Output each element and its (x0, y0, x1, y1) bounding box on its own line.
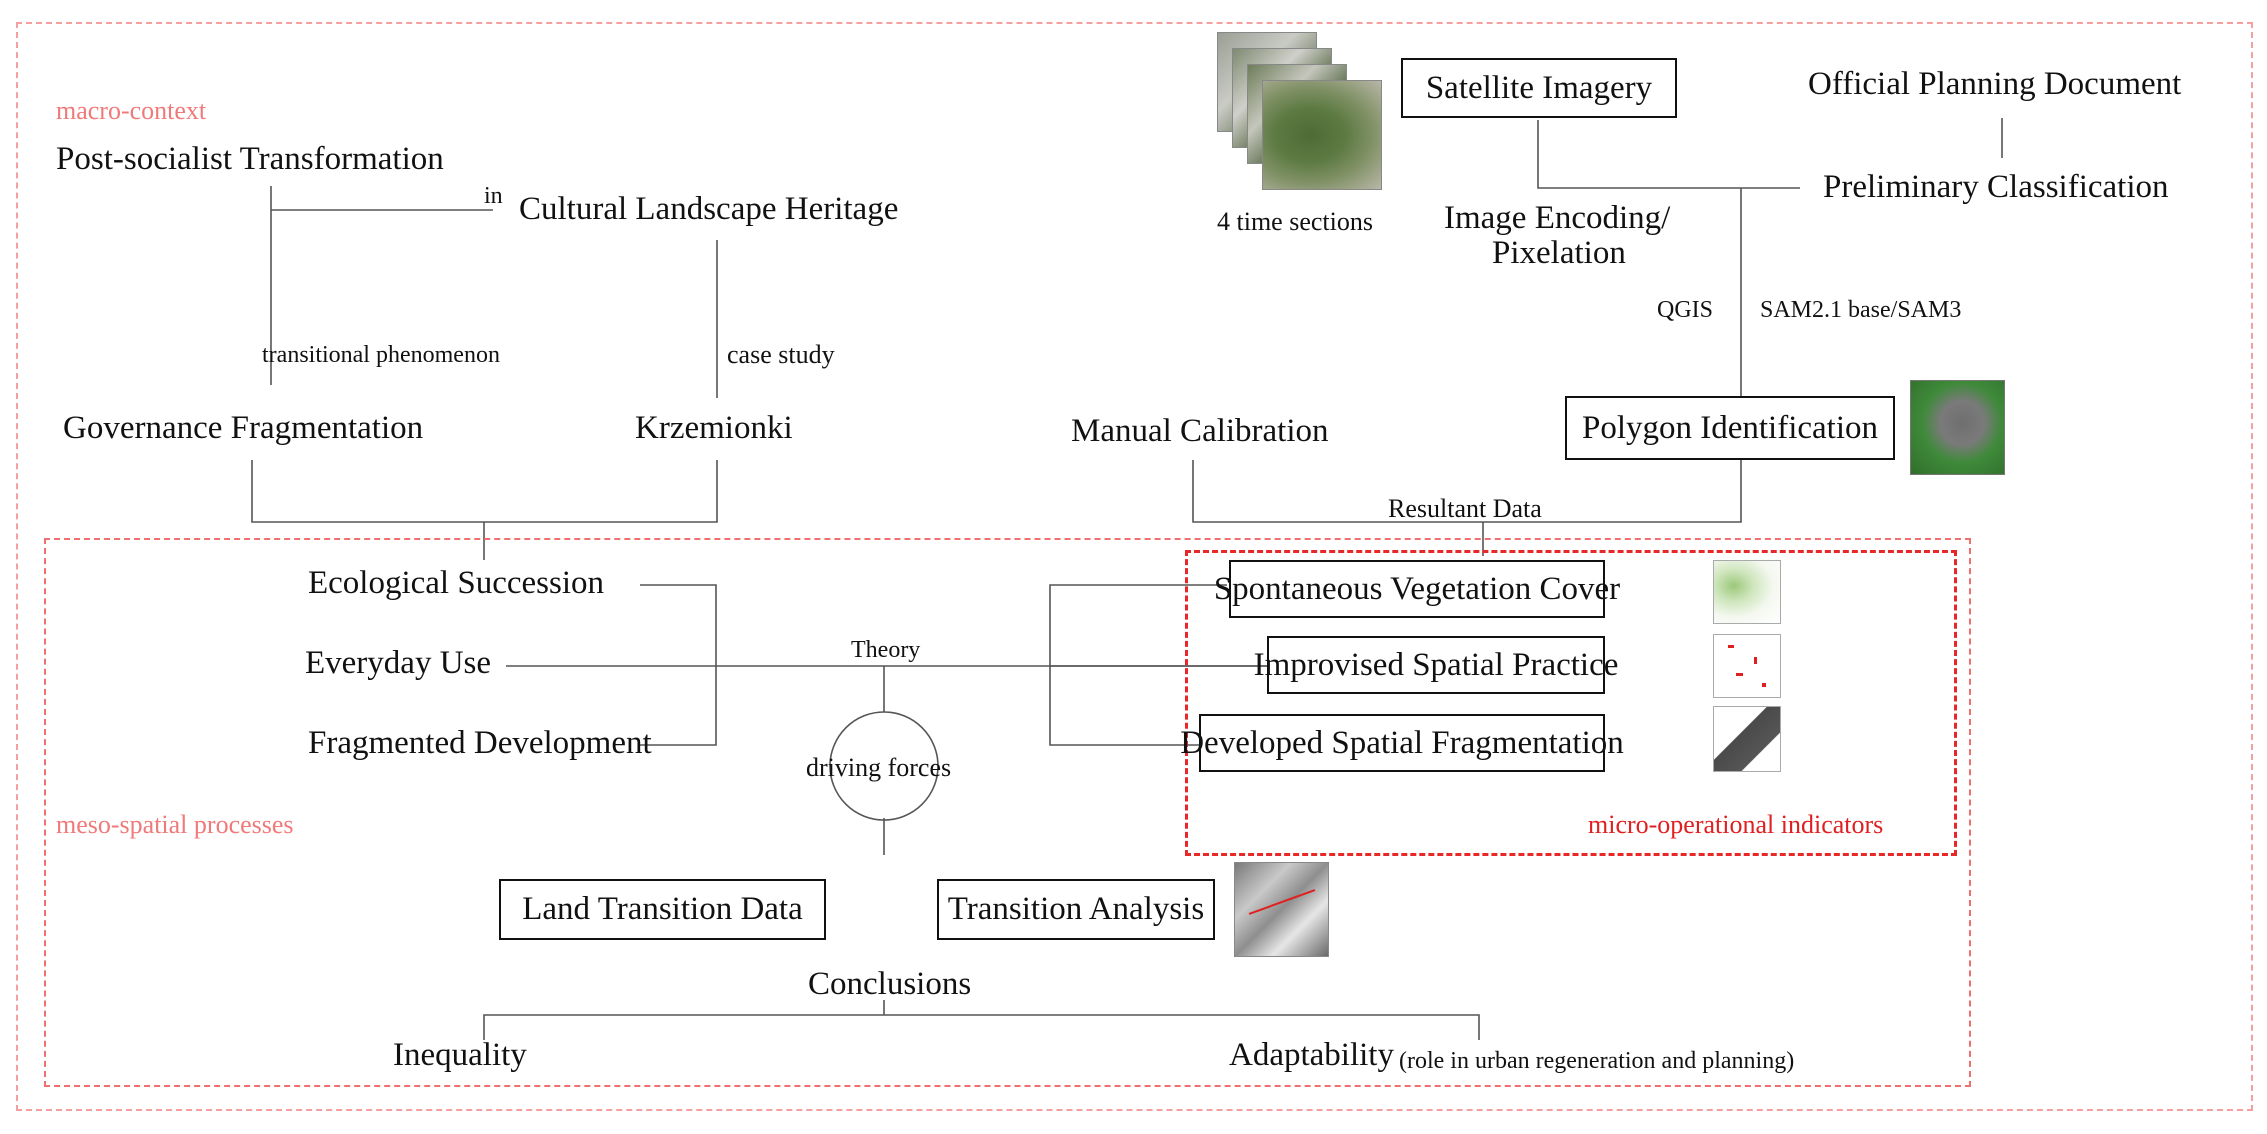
polygon-result-image (1910, 380, 2005, 475)
case-study-label: case study (727, 340, 835, 369)
transition-analysis-box: Transition Analysis (937, 879, 1215, 940)
post-socialist-transformation: Post-socialist Transformation (56, 141, 444, 177)
image-encoding-line1: Image Encoding/ (1444, 200, 1671, 236)
in-label: in (484, 183, 503, 209)
driving-forces-label: driving forces (806, 753, 952, 782)
qgis-label: QGIS (1657, 297, 1714, 323)
governance-fragmentation: Governance Fragmentation (63, 410, 424, 446)
developed-spatial-box: Developed Spatial Fragmentation (1180, 714, 1624, 772)
manual-calibration: Manual Calibration (1071, 413, 1329, 449)
transition-analysis-image (1234, 862, 1329, 957)
meso-spatial-frame (44, 538, 1971, 1087)
official-planning-document: Official Planning Document (1808, 66, 2182, 102)
polygon-identification-box: Polygon Identification (1565, 396, 1895, 460)
adaptability-label: Adaptability (1229, 1037, 1394, 1073)
meso-spatial-label: meso-spatial processes (56, 810, 294, 839)
macro-context-frame (16, 22, 2253, 1111)
developed-indicator-image (1713, 706, 1781, 772)
conclusions-label: Conclusions (808, 966, 972, 1002)
micro-operational-label: micro-operational indicators (1588, 810, 1884, 839)
vegetation-indicator-image (1713, 560, 1781, 624)
krzemionki: Krzemionki (635, 410, 793, 446)
micro-operational-frame (1185, 550, 1957, 856)
satellite-imagery-box: Satellite Imagery (1401, 58, 1677, 118)
time-sections-caption: 4 time sections (1217, 207, 1373, 236)
transitional-phenomenon-label: transitional phenomenon (262, 342, 500, 368)
resultant-data-label: Resultant Data (1388, 494, 1542, 523)
improvised-indicator-image (1713, 634, 1781, 698)
inequality-label: Inequality (393, 1037, 527, 1073)
everyday-use: Everyday Use (305, 645, 492, 681)
spontaneous-vegetation-box: Spontaneous Vegetation Cover (1214, 560, 1620, 618)
theory-label: Theory (851, 637, 921, 663)
improvised-spatial-box: Improvised Spatial Practice (1254, 636, 1618, 694)
satellite-stack-image-4 (1262, 80, 1382, 190)
adaptability-note: (role in urban regeneration and planning… (1399, 1048, 1795, 1074)
preliminary-classification: Preliminary Classification (1823, 169, 2169, 205)
fragmented-development: Fragmented Development (308, 725, 652, 761)
cultural-landscape-heritage: Cultural Landscape Heritage (519, 191, 899, 227)
land-transition-data-box: Land Transition Data (499, 879, 826, 940)
image-encoding-line2: Pixelation (1492, 235, 1626, 271)
driving-forces-circle (829, 711, 939, 821)
sam-label: SAM2.1 base/SAM3 (1760, 297, 1962, 323)
macro-context-label: macro-context (56, 96, 207, 125)
ecological-succession: Ecological Succession (308, 565, 605, 601)
